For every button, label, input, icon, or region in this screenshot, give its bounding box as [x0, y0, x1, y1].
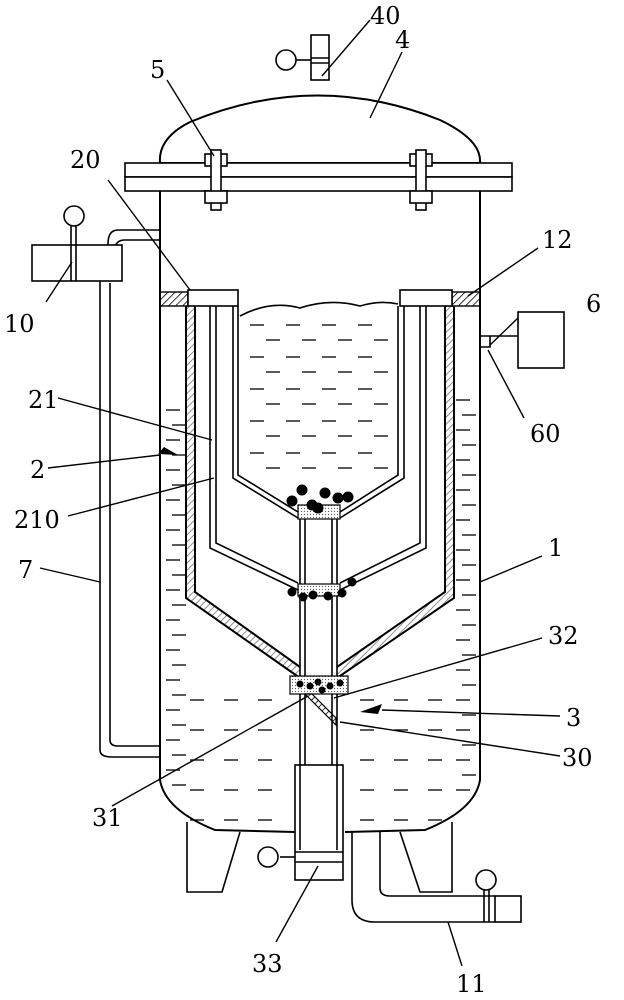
liquid-level-pattern [166, 301, 476, 821]
label-21: 21 [28, 386, 59, 414]
flange [124, 162, 513, 192]
label-3: 3 [566, 704, 581, 732]
label-32: 32 [548, 622, 579, 650]
particle [326, 682, 334, 690]
particle [347, 577, 357, 587]
label-33: 33 [252, 950, 283, 978]
leader-lines [39, 19, 561, 967]
label-60: 60 [530, 420, 561, 448]
central-discharge-pipe [257, 519, 349, 881]
label-5: 5 [150, 56, 165, 84]
particle [337, 588, 347, 598]
flange-bolts [204, 149, 433, 211]
particle [318, 686, 326, 694]
particle [306, 682, 314, 690]
particle [342, 491, 354, 503]
label-6: 6 [586, 290, 601, 318]
vessel-legs [186, 822, 453, 893]
particle [323, 591, 333, 601]
label-210: 210 [14, 506, 60, 534]
vessel-body [159, 191, 481, 833]
side-pipe [99, 229, 160, 758]
particle [298, 592, 308, 602]
dome-lid [158, 94, 482, 164]
particle [296, 680, 304, 688]
liquid-surface [239, 301, 399, 317]
particle [336, 679, 344, 687]
inlet-valve [31, 205, 123, 282]
label-4: 4 [395, 26, 410, 54]
filtered-particles [286, 484, 357, 694]
label-7: 7 [18, 556, 33, 584]
particle [287, 587, 297, 597]
particle [286, 495, 298, 507]
label-11: 11 [456, 970, 487, 998]
label-2: 2 [30, 456, 45, 484]
label-12: 12 [542, 226, 573, 254]
particle [296, 484, 308, 496]
particle [308, 590, 318, 600]
label-10: 10 [4, 310, 35, 338]
particle [332, 492, 344, 504]
direction-arrows [158, 447, 382, 714]
drain-pipe [351, 832, 522, 923]
label-30: 30 [562, 744, 593, 772]
top-vent-valve [275, 34, 330, 81]
filter-basket [159, 289, 481, 679]
label-20: 20 [70, 146, 101, 174]
particle [314, 678, 322, 686]
particle [312, 502, 324, 514]
part-labels: 40 4 5 20 12 10 6 60 21 2 210 7 1 32 3 3… [4, 2, 601, 998]
label-1: 1 [548, 534, 563, 562]
particle [319, 487, 331, 499]
label-40: 40 [370, 2, 401, 30]
label-31: 31 [92, 804, 123, 832]
outlet-pipe-and-sensor [480, 311, 565, 369]
